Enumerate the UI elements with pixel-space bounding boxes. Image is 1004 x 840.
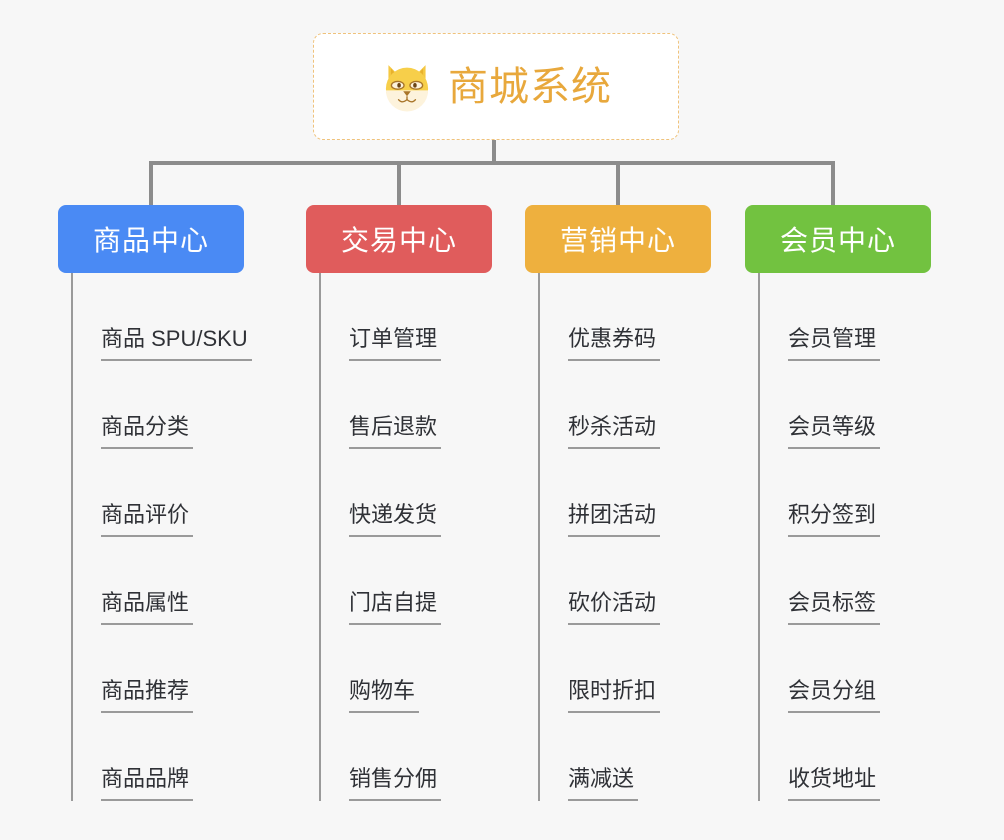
leaf-item[interactable]: 收货地址 — [745, 713, 931, 801]
leaf-label: 购物车 — [349, 680, 420, 713]
leaf-item[interactable]: 销售分佣 — [306, 713, 492, 801]
leaf-item[interactable]: 购物车 — [306, 625, 492, 713]
leaf-item[interactable]: 快递发货 — [306, 449, 492, 537]
leaf-item[interactable]: 优惠券码 — [525, 273, 711, 361]
leaf-item[interactable]: 秒杀活动 — [525, 361, 711, 449]
leaf-label: 会员等级 — [788, 416, 881, 449]
leaf-label: 商品分类 — [101, 416, 194, 449]
leaf-label: 会员管理 — [788, 328, 881, 361]
category-box[interactable]: 商品中心 — [58, 205, 244, 273]
leaf-item[interactable]: 会员管理 — [745, 273, 931, 361]
branch-column-2: 交易中心订单管理售后退款快递发货门店自提购物车销售分佣 — [306, 205, 492, 801]
leaf-trunk-line — [71, 273, 73, 801]
leaf-label: 商品评价 — [101, 504, 194, 537]
leaf-label: 商品推荐 — [101, 680, 194, 713]
connector-drop-4 — [831, 161, 835, 206]
leaf-list: 商品 SPU/SKU 商品分类商品评价商品属性商品推荐商品品牌 — [58, 273, 252, 801]
leaf-label: 拼团活动 — [568, 504, 661, 537]
leaf-label: 订单管理 — [349, 328, 442, 361]
category-label: 会员中心 — [779, 225, 896, 256]
leaf-trunk-line — [319, 273, 321, 801]
leaf-label: 收货地址 — [788, 768, 881, 801]
leaf-item[interactable]: 满减送 — [525, 713, 711, 801]
leaf-item[interactable]: 商品属性 — [58, 537, 244, 625]
leaf-item[interactable]: 商品评价 — [58, 449, 244, 537]
branch-column-3: 营销中心优惠券码秒杀活动拼团活动砍价活动限时折扣满减送 — [525, 205, 711, 801]
leaf-label: 门店自提 — [349, 592, 442, 625]
leaf-item[interactable]: 会员标签 — [745, 537, 931, 625]
category-label: 营销中心 — [559, 225, 676, 256]
leaf-label: 商品属性 — [101, 592, 194, 625]
leaf-label: 积分签到 — [788, 504, 881, 537]
leaf-trunk-line — [538, 273, 540, 801]
leaf-item[interactable]: 商品推荐 — [58, 625, 244, 713]
category-label: 交易中心 — [340, 225, 457, 256]
branch-column-4: 会员中心会员管理会员等级积分签到会员标签会员分组收货地址 — [745, 205, 931, 801]
leaf-label: 砍价活动 — [568, 592, 661, 625]
connector-drop-2 — [397, 161, 401, 206]
leaf-item[interactable]: 商品分类 — [58, 361, 244, 449]
leaf-label: 限时折扣 — [568, 680, 661, 713]
shiba-dog-face-icon — [385, 64, 429, 111]
leaf-item[interactable]: 会员等级 — [745, 361, 931, 449]
leaf-item[interactable]: 售后退款 — [306, 361, 492, 449]
category-box[interactable]: 交易中心 — [306, 205, 492, 273]
leaf-label: 会员分组 — [788, 680, 881, 713]
leaf-item[interactable]: 商品 SPU/SKU — [58, 273, 252, 361]
leaf-list: 优惠券码秒杀活动拼团活动砍价活动限时折扣满减送 — [525, 273, 711, 801]
root-node[interactable]: 商城系统 — [313, 33, 679, 140]
leaf-item[interactable]: 拼团活动 — [525, 449, 711, 537]
leaf-item[interactable]: 积分签到 — [745, 449, 931, 537]
leaf-label: 快递发货 — [349, 504, 442, 537]
leaf-label: 售后退款 — [349, 416, 442, 449]
leaf-label: 优惠券码 — [568, 328, 661, 361]
leaf-trunk-line — [758, 273, 760, 801]
connector-drop-3 — [616, 161, 620, 206]
leaf-label: 满减送 — [568, 768, 639, 801]
leaf-item[interactable]: 订单管理 — [306, 273, 492, 361]
leaf-item[interactable]: 会员分组 — [745, 625, 931, 713]
leaf-item[interactable]: 限时折扣 — [525, 625, 711, 713]
leaf-item[interactable]: 门店自提 — [306, 537, 492, 625]
category-box[interactable]: 营销中心 — [525, 205, 711, 273]
leaf-list: 会员管理会员等级积分签到会员标签会员分组收货地址 — [745, 273, 931, 801]
leaf-label: 商品品牌 — [101, 768, 194, 801]
leaf-list: 订单管理售后退款快递发货门店自提购物车销售分佣 — [306, 273, 492, 801]
leaf-item[interactable]: 商品品牌 — [58, 713, 244, 801]
connector-drop-1 — [149, 161, 153, 206]
leaf-label: 销售分佣 — [349, 768, 442, 801]
leaf-label: 商品 SPU/SKU — [101, 328, 252, 361]
connector-stem — [492, 140, 496, 164]
leaf-label: 会员标签 — [788, 592, 881, 625]
branch-column-1: 商品中心商品 SPU/SKU 商品分类商品评价商品属性商品推荐商品品牌 — [58, 205, 252, 801]
category-box[interactable]: 会员中心 — [745, 205, 931, 273]
connector-bar — [149, 161, 833, 165]
root-title: 商城系统 — [448, 64, 612, 109]
leaf-item[interactable]: 砍价活动 — [525, 537, 711, 625]
category-label: 商品中心 — [92, 225, 209, 256]
leaf-label: 秒杀活动 — [568, 416, 661, 449]
